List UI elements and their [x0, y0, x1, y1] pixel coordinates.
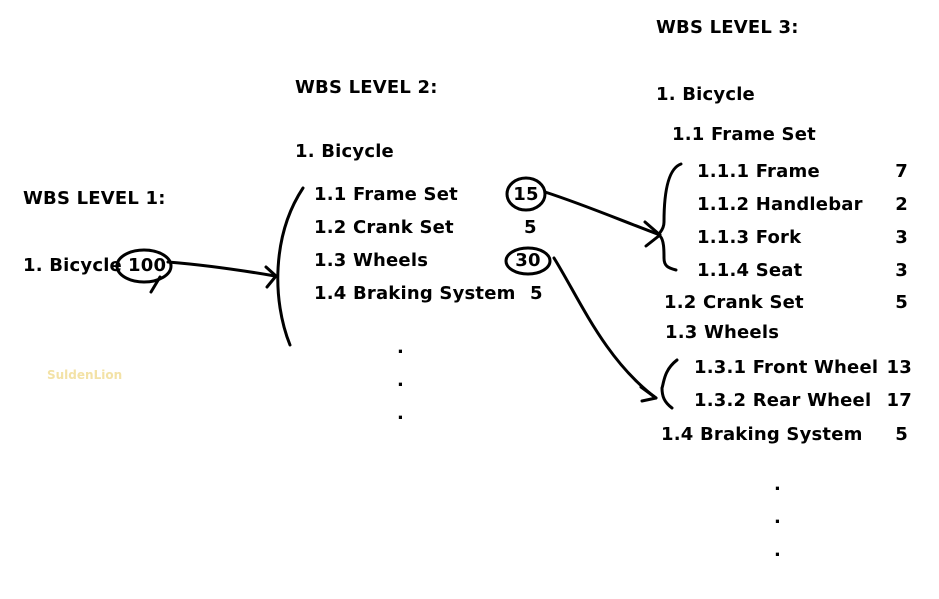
circle-level1-value [115, 248, 173, 284]
level3-wheels-child-value: 17 [886, 390, 912, 411]
level3-frame-child-label: 1.1.3 Fork [697, 227, 802, 248]
level3-frame-child-value: 2 [895, 194, 908, 215]
level3-frame-child-value: 3 [895, 227, 908, 248]
level3-frame-child-label: 1.1.1 Frame [697, 161, 820, 182]
level2-item-value: 15 [513, 184, 539, 205]
level3-braking-value: 5 [895, 424, 908, 445]
level2-item-label: 1.4 Braking System [314, 283, 516, 304]
arrow-level1-to-level2 [166, 260, 277, 278]
level2-item-value: 30 [515, 250, 541, 271]
level1-heading: WBS LEVEL 1: [23, 188, 166, 209]
level1-item-value: 100 [128, 255, 167, 276]
level3-continuation-dot: . [774, 474, 782, 495]
level3-frame-child-label: 1.1.2 Handlebar [697, 194, 863, 215]
bracket-level2 [276, 186, 305, 347]
bracket-wheels [660, 358, 679, 410]
level3-root: 1. Bicycle [656, 84, 755, 105]
level3-frame-child-label: 1.1.4 Seat [697, 260, 803, 281]
level2-continuation-dot: . [397, 337, 405, 358]
level2-item-label: 1.2 Crank Set [314, 217, 454, 238]
arrowhead-level1 [264, 265, 278, 289]
level3-wheels-child-label: 1.3.1 Front Wheel [694, 357, 879, 378]
level2-item-label: 1.3 Wheels [314, 250, 429, 271]
level2-item-label: 1.1 Frame Set [314, 184, 458, 205]
level3-wheels-label: 1.3 Wheels [665, 322, 780, 343]
arrowhead-wheels [639, 385, 658, 403]
level3-wheels-child-label: 1.3.2 Rear Wheel [694, 390, 872, 411]
level3-frame-child-value: 3 [895, 260, 908, 281]
level3-crank-set-value: 5 [895, 292, 908, 313]
level2-root: 1. Bicycle [295, 141, 394, 162]
level3-frame-child-value: 7 [895, 161, 908, 182]
circle-tail-level1 [149, 275, 162, 294]
level2-continuation-dot: . [397, 403, 405, 424]
level2-item-value: 5 [524, 217, 537, 238]
level3-crank-set-label: 1.2 Crank Set [664, 292, 804, 313]
level3-heading: WBS LEVEL 3: [656, 17, 799, 38]
level1-item-label: 1. Bicycle [23, 255, 122, 276]
level3-continuation-dot: . [774, 540, 782, 561]
level2-item-value: 5 [530, 283, 543, 304]
level3-continuation-dot: . [774, 507, 782, 528]
bracket-frame-set [657, 162, 683, 272]
arrow-wheels [552, 256, 658, 400]
watermark: SuldenLion [47, 368, 123, 382]
circle-frame-set-value [505, 176, 547, 212]
level3-braking-label: 1.4 Braking System [661, 424, 863, 445]
level3-frame-set-label: 1.1 Frame Set [672, 124, 816, 145]
level2-heading: WBS LEVEL 2: [295, 77, 438, 98]
level2-continuation-dot: . [397, 370, 405, 391]
arrow-frame-set [543, 190, 662, 237]
level3-wheels-child-value: 13 [886, 357, 912, 378]
circle-wheels-value [504, 246, 552, 276]
